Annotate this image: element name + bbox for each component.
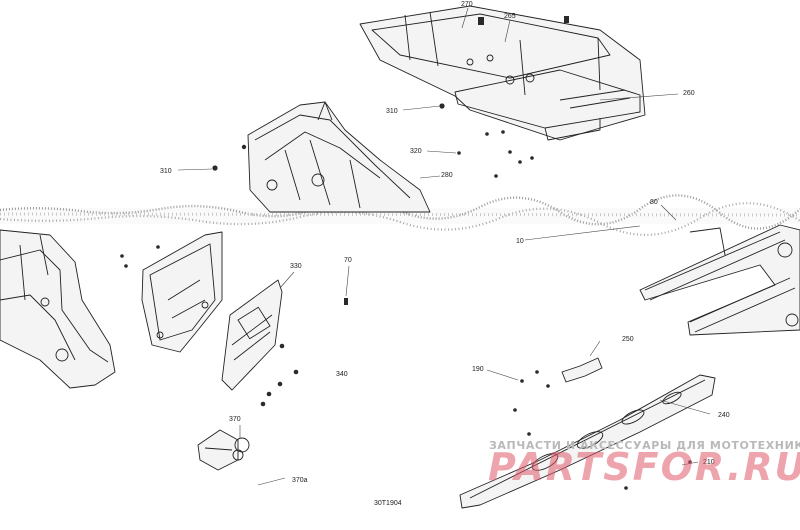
callout-370a: 370a xyxy=(292,477,308,484)
watermark-caption: ЗАПЧАСТИ И АКСЕССУАРЫ ДЛЯ МОТОТЕХНИКИ xyxy=(489,439,800,452)
callout-260: 260 xyxy=(683,90,695,97)
front-frame-left xyxy=(0,229,116,389)
mounting-plate-330 xyxy=(221,279,283,391)
callout-310-upper: 310 xyxy=(386,108,398,115)
callout-280: 280 xyxy=(441,172,453,179)
callout-370: 370 xyxy=(229,416,241,423)
leader-lines xyxy=(177,7,711,486)
watermark: ЗАПЧАСТИ И АКСЕССУАРЫ ДЛЯ МОТОТЕХНИКИ PA… xyxy=(488,439,800,489)
callout-265: 265 xyxy=(504,13,516,20)
torn-paper-band xyxy=(0,194,800,236)
callout-270: 270 xyxy=(461,1,473,8)
side-frame-rails-right xyxy=(639,224,800,336)
callout-10: 10 xyxy=(516,238,524,245)
callout-250: 250 xyxy=(622,336,634,343)
callout-340: 340 xyxy=(336,371,348,378)
callout-330: 330 xyxy=(290,263,302,270)
callout-310-left: 310 xyxy=(160,168,172,175)
watermark-brand: PARTSFOR.RU xyxy=(488,445,800,489)
hardware-fasteners xyxy=(120,103,692,490)
skid-rail-240 xyxy=(459,374,716,509)
trailer-hitch-370 xyxy=(197,429,250,471)
callout-70: 70 xyxy=(344,257,352,264)
bracket-250 xyxy=(561,357,603,383)
callout-240: 240 xyxy=(718,412,730,419)
callout-320: 320 xyxy=(410,148,422,155)
drawing-code: 30T1904 xyxy=(374,500,402,507)
rear-subframe-assembly xyxy=(359,5,646,141)
callout-labels: 270 265 260 310 310 320 280 80 10 330 70… xyxy=(160,1,730,507)
front-bracket-left xyxy=(141,231,223,353)
callout-80: 80 xyxy=(650,199,658,206)
callout-190: 190 xyxy=(472,366,484,373)
main-frame-upper xyxy=(247,101,431,213)
callout-210: 210 xyxy=(703,459,715,466)
